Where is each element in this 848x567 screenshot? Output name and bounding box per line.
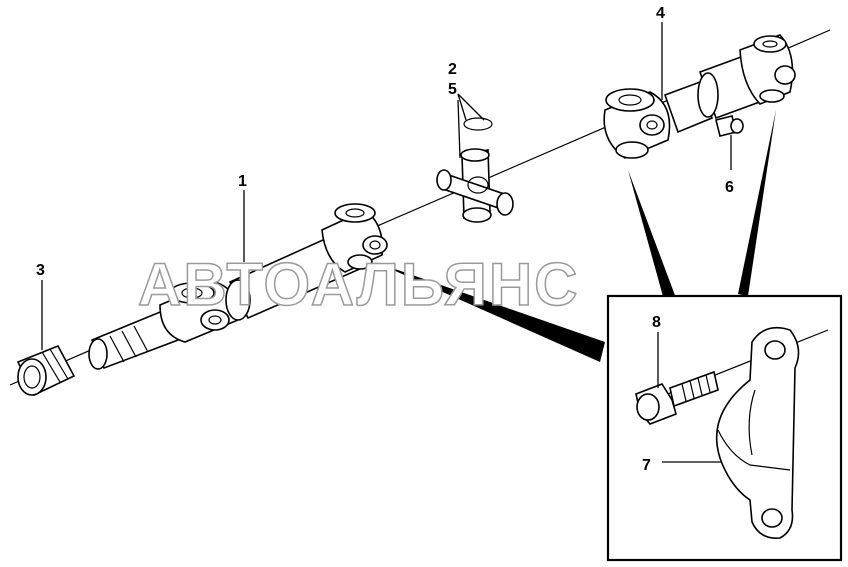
shaft-part-4 — [603, 34, 796, 159]
detail-pointer-left — [375, 262, 605, 362]
callout-6: 6 — [725, 179, 734, 196]
callout-1: 1 — [238, 173, 247, 190]
detail-pointer-mid — [628, 170, 676, 300]
callout-7: 7 — [642, 457, 651, 474]
leader-5a — [457, 93, 467, 121]
nut-part-3 — [16, 344, 76, 397]
callout-8: 8 — [652, 314, 661, 331]
watermark-text: АВТОАЛЬЯНС — [138, 251, 580, 318]
callout-5: 5 — [448, 81, 457, 98]
strap-part-7 — [715, 326, 800, 539]
bolt-part-8 — [635, 370, 719, 425]
callout-2: 2 — [448, 61, 457, 78]
leader-2 — [457, 99, 461, 159]
grease-fitting-part-6 — [715, 115, 744, 137]
shaft-part-1 — [88, 203, 388, 370]
callout-3: 3 — [36, 262, 45, 279]
leader-5b — [457, 93, 485, 121]
callout-4: 4 — [656, 5, 665, 22]
cross-part-2 — [436, 148, 514, 223]
snap-ring-part-5 — [463, 117, 493, 131]
detail-pointer-right — [738, 110, 776, 296]
